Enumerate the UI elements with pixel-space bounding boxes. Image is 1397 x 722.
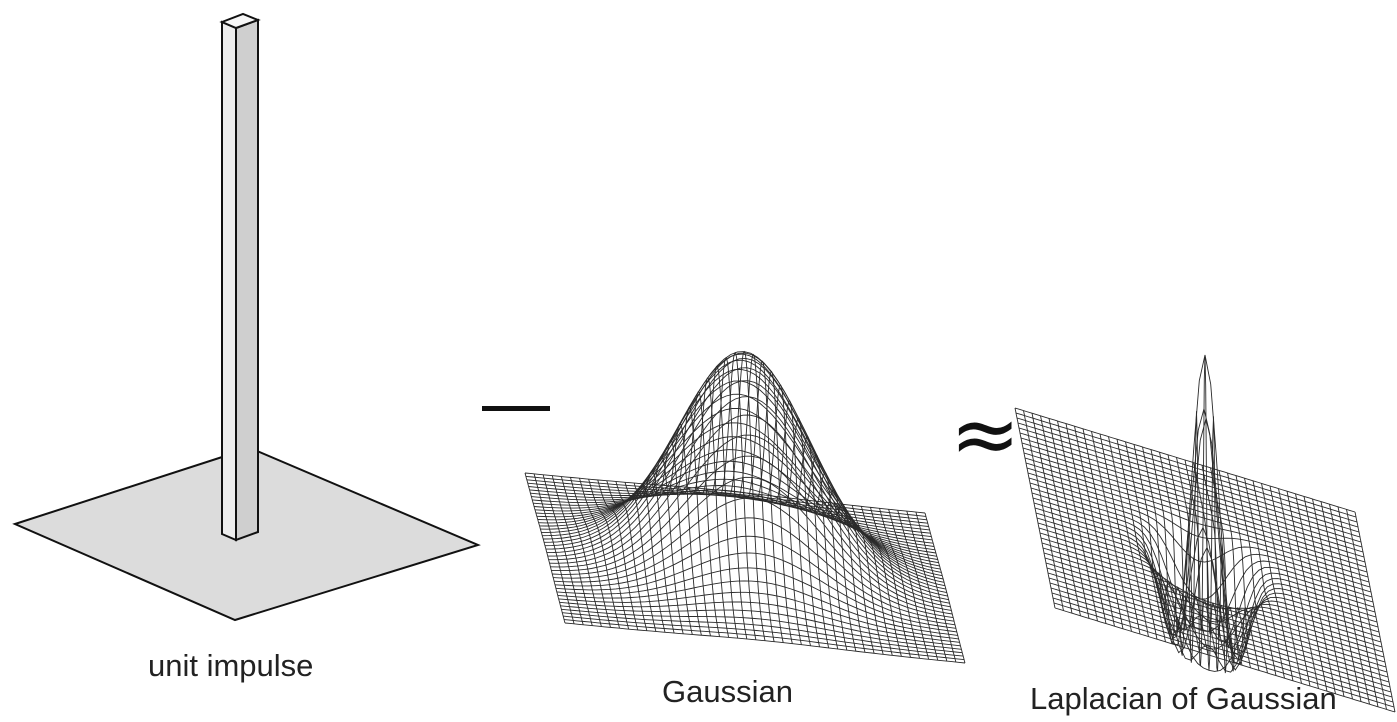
gaussian-mesh-col: [588, 478, 630, 630]
log-mesh-col: [1091, 431, 1132, 632]
gaussian-mesh-col: [679, 391, 720, 637]
gaussian-mesh-col: [633, 470, 675, 634]
log-mesh-col: [1125, 441, 1166, 642]
log-mesh-col: [1218, 470, 1260, 671]
gaussian-label: Gaussian: [662, 674, 793, 709]
gaussian-mesh-col: [524, 472, 566, 624]
log-mesh-col: [1108, 436, 1149, 637]
impulse-bar-side: [235, 18, 259, 542]
gaussian-mesh-col: [924, 512, 966, 664]
gaussian-mesh-col: [597, 479, 639, 631]
gaussian-mesh-col: [570, 477, 611, 628]
log-mesh-col: [1210, 467, 1251, 672]
log-mesh-col: [1082, 428, 1124, 629]
gaussian-mesh-col: [551, 475, 593, 626]
gaussian-mesh-col: [579, 478, 620, 629]
log-mesh-col: [1099, 433, 1141, 635]
log-mesh-col: [1320, 501, 1362, 702]
log-mesh-col: [1023, 410, 1064, 611]
gaussian-mesh-col: [533, 473, 575, 625]
log-mesh-col: [1014, 407, 1056, 609]
gaussian-mesh-col: [888, 509, 930, 660]
impulse-bar-top: [219, 12, 261, 30]
impulse-bar-front: [221, 20, 237, 542]
log-mesh-col: [1159, 452, 1200, 656]
log-mesh-col: [1346, 509, 1387, 710]
gaussian-mesh-col: [824, 502, 866, 653]
log-mesh-col: [1048, 418, 1090, 619]
gaussian-mesh-col: [806, 472, 848, 651]
gaussian-mesh-col: [670, 406, 711, 637]
log-mesh-col: [1329, 504, 1370, 705]
log-mesh-col: [1337, 506, 1379, 707]
log-mesh-col: [1065, 423, 1107, 624]
gaussian-mesh-row: [530, 492, 931, 534]
log-mesh-col: [1286, 491, 1328, 692]
log-mesh-col: [1227, 472, 1268, 674]
gaussian-mesh-col: [860, 506, 902, 657]
log-mesh-col: [1133, 444, 1175, 645]
log-mesh-col: [1354, 511, 1396, 713]
gaussian-mesh-col: [688, 377, 730, 638]
gaussian-mesh-col: [606, 480, 648, 631]
log-mesh-col: [1116, 439, 1158, 640]
minus-sign: [482, 406, 550, 411]
log-mesh-col: [1252, 480, 1294, 681]
gaussian-mesh-col: [879, 508, 920, 659]
unit-impulse-label: unit impulse: [148, 648, 314, 683]
unit-impulse-figure: [12, 12, 481, 622]
gaussian-surface: [524, 350, 966, 664]
log-mesh-col: [1269, 485, 1311, 687]
gaussian-mesh-col: [642, 455, 684, 634]
gaussian-mesh-col: [706, 357, 748, 640]
log-mesh-col: [1074, 426, 1115, 627]
gaussian-mesh-col: [833, 503, 875, 654]
gaussian-mesh-col: [624, 482, 666, 633]
gaussian-mesh-col: [697, 365, 739, 639]
gaussian-mesh-col: [651, 439, 693, 635]
log-mesh-col: [1303, 496, 1345, 697]
log-mesh-col: [1176, 411, 1217, 667]
log-mesh-col: [1278, 488, 1319, 689]
gaussian-mesh-col: [915, 511, 957, 663]
gaussian-mesh-col: [751, 370, 793, 644]
gaussian-mesh-col: [560, 476, 602, 627]
gaussian-mesh-col: [760, 384, 802, 645]
gaussian-mesh-col: [660, 422, 702, 636]
log-mesh-col: [1057, 420, 1098, 622]
log-mesh-col: [1312, 498, 1353, 700]
gaussian-mesh-col: [842, 504, 884, 655]
log-mesh-col: [1295, 493, 1336, 694]
gaussian-mesh-col: [788, 435, 830, 648]
gaussian-mesh-col: [715, 351, 757, 640]
log-mesh-col: [1261, 483, 1302, 684]
gaussian-mesh-col: [742, 360, 784, 643]
gaussian-mesh-row: [561, 608, 962, 650]
laplacian-of-gaussian-label: Laplacian of Gaussian: [1030, 681, 1337, 716]
log-mesh-col: [1167, 454, 1209, 663]
log-mesh-col: [1040, 415, 1081, 616]
gaussian-mesh-col: [797, 454, 839, 650]
laplacian-of-gaussian-surface: [1014, 354, 1396, 713]
log-mesh-col: [1031, 413, 1073, 614]
gaussian-mesh-col: [870, 507, 911, 658]
gaussian-mesh-col: [770, 400, 811, 646]
log-mesh-col: [1235, 475, 1277, 676]
gaussian-mesh-col: [733, 353, 775, 642]
log-mesh-col: [1244, 478, 1285, 679]
gaussian-mesh-col: [897, 510, 939, 661]
gaussian-mesh-col: [542, 474, 584, 625]
gaussian-mesh-col: [615, 481, 657, 632]
gaussian-mesh-col: [815, 488, 857, 652]
gaussian-mesh-col: [724, 350, 766, 641]
approx-sign: ≈: [950, 385, 1021, 483]
gaussian-mesh-col: [779, 417, 820, 647]
gaussian-mesh-col: [906, 510, 948, 662]
gaussian-mesh-col: [851, 505, 893, 656]
